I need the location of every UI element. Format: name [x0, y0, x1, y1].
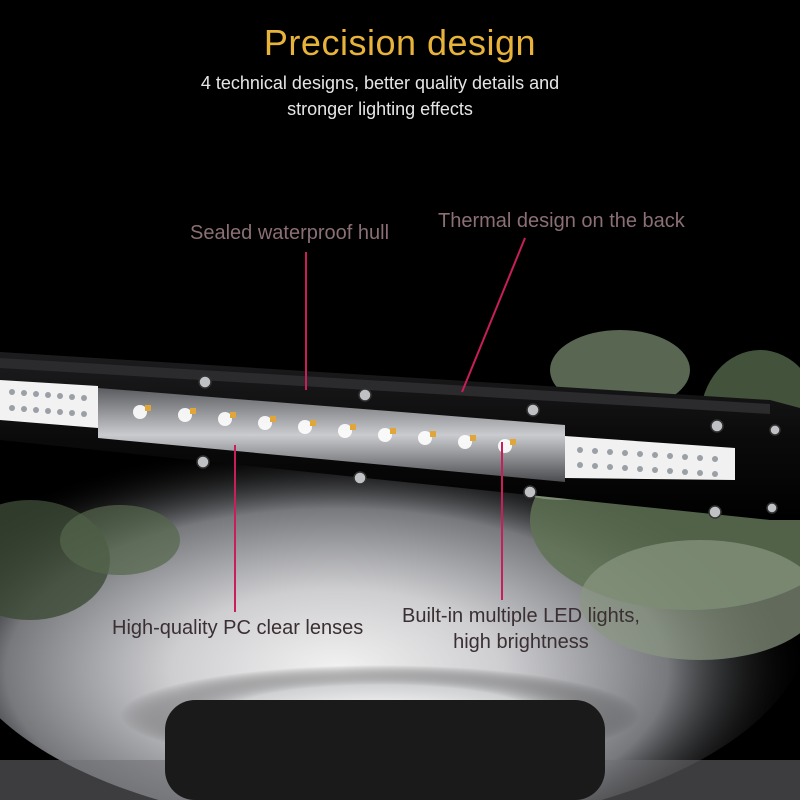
bottom-light-bar	[120, 665, 640, 800]
callout-led-line-1: Built-in multiple LED lights,	[402, 605, 640, 627]
callout-led-lights: Built-in multiple LED lights, high brigh…	[402, 603, 640, 655]
subtitle-line-2: stronger lighting effects	[287, 99, 473, 119]
page-subtitle: 4 technical designs, better quality deta…	[160, 70, 600, 122]
subtitle-line-1: 4 technical designs, better quality deta…	[200, 73, 560, 93]
callout-waterproof-hull: Sealed waterproof hull	[190, 222, 390, 244]
light-bar	[0, 352, 800, 520]
leader-lines	[234, 237, 526, 612]
callout-pc-lenses: High-quality PC clear lenses	[112, 617, 364, 639]
page-title: Precision design	[263, 22, 537, 63]
callout-led-line-2: high brightness	[453, 631, 589, 653]
callout-thermal-design: Thermal design on the back	[438, 210, 685, 232]
